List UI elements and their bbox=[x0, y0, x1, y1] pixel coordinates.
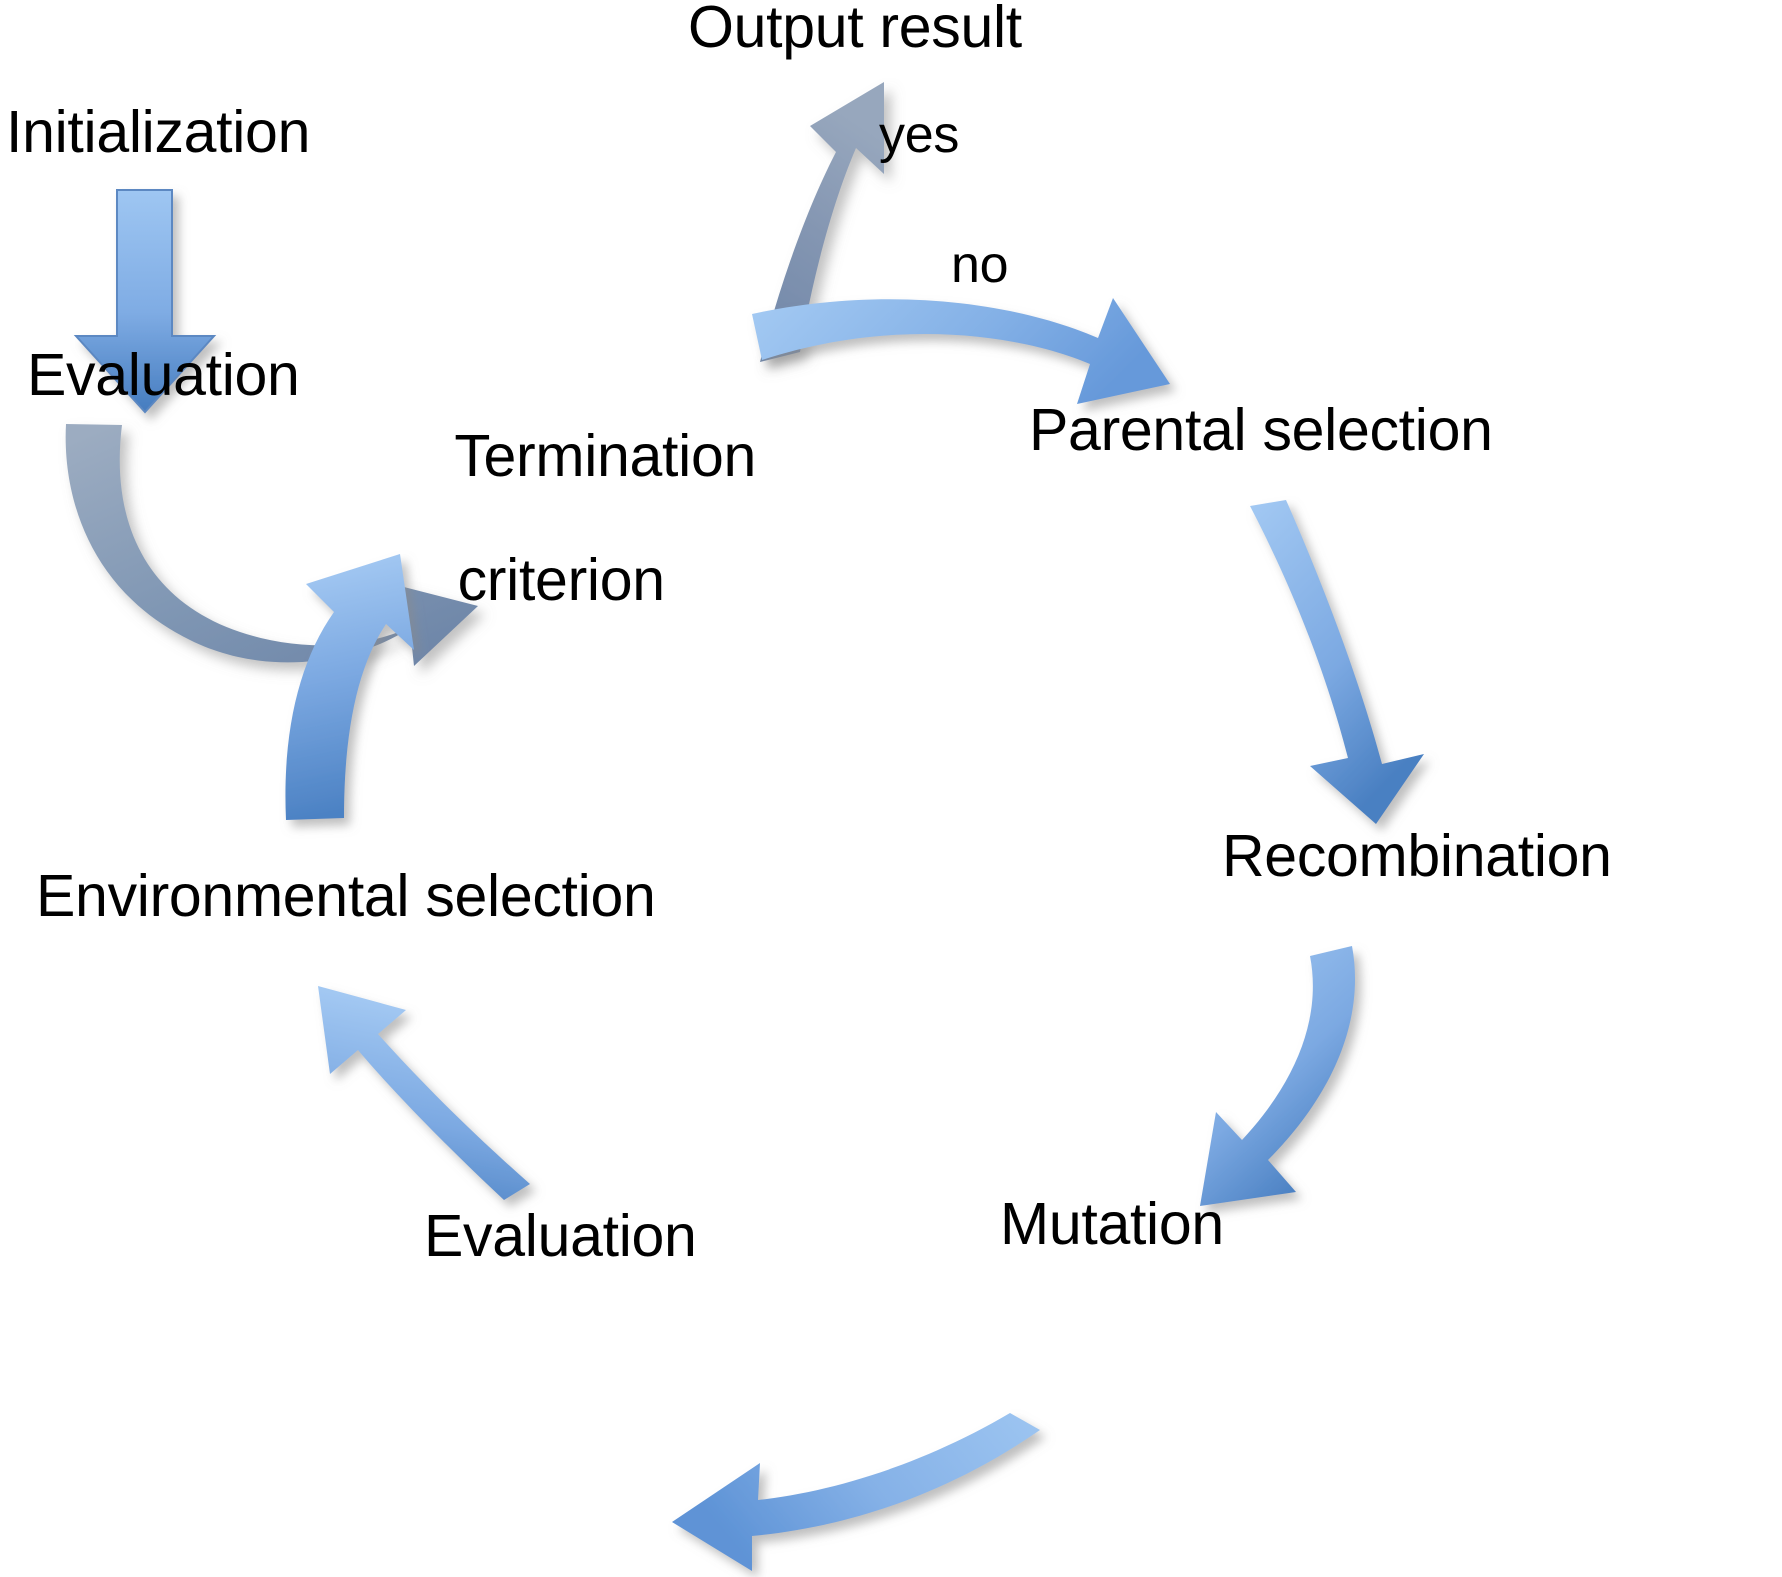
arrow-evaluation-to-termination bbox=[65, 424, 479, 666]
arrow-mutation-to-evaluation bbox=[672, 1413, 1040, 1571]
label-termination-line1: Termination bbox=[454, 422, 756, 489]
label-parental-selection: Parental selection bbox=[1029, 397, 1493, 463]
label-evaluation-bottom: Evaluation bbox=[424, 1203, 697, 1269]
label-recombination: Recombination bbox=[1222, 823, 1612, 889]
label-termination-line2: criterion bbox=[457, 546, 665, 613]
label-environmental-selection: Environmental selection bbox=[36, 863, 656, 929]
arrow-evaluation-to-environmental bbox=[318, 986, 530, 1200]
arrow-recombination-to-mutation bbox=[1200, 946, 1356, 1206]
arrow-termination-yes-to-output bbox=[760, 82, 884, 362]
label-termination-criterion: Termination criterion bbox=[391, 364, 756, 674]
label-output-result: Output result bbox=[688, 0, 1022, 60]
arrow-environmental-to-termination bbox=[285, 554, 414, 820]
label-no: no bbox=[951, 236, 1009, 294]
label-yes: yes bbox=[879, 106, 960, 164]
label-mutation: Mutation bbox=[1000, 1191, 1224, 1257]
arrow-initialization-to-evaluation bbox=[73, 189, 217, 414]
arrow-parental-to-recombination bbox=[1250, 500, 1424, 824]
label-evaluation-top: Evaluation bbox=[27, 342, 300, 408]
arrow-termination-no-to-parental bbox=[752, 298, 1170, 404]
label-initialization: Initialization bbox=[6, 99, 311, 165]
